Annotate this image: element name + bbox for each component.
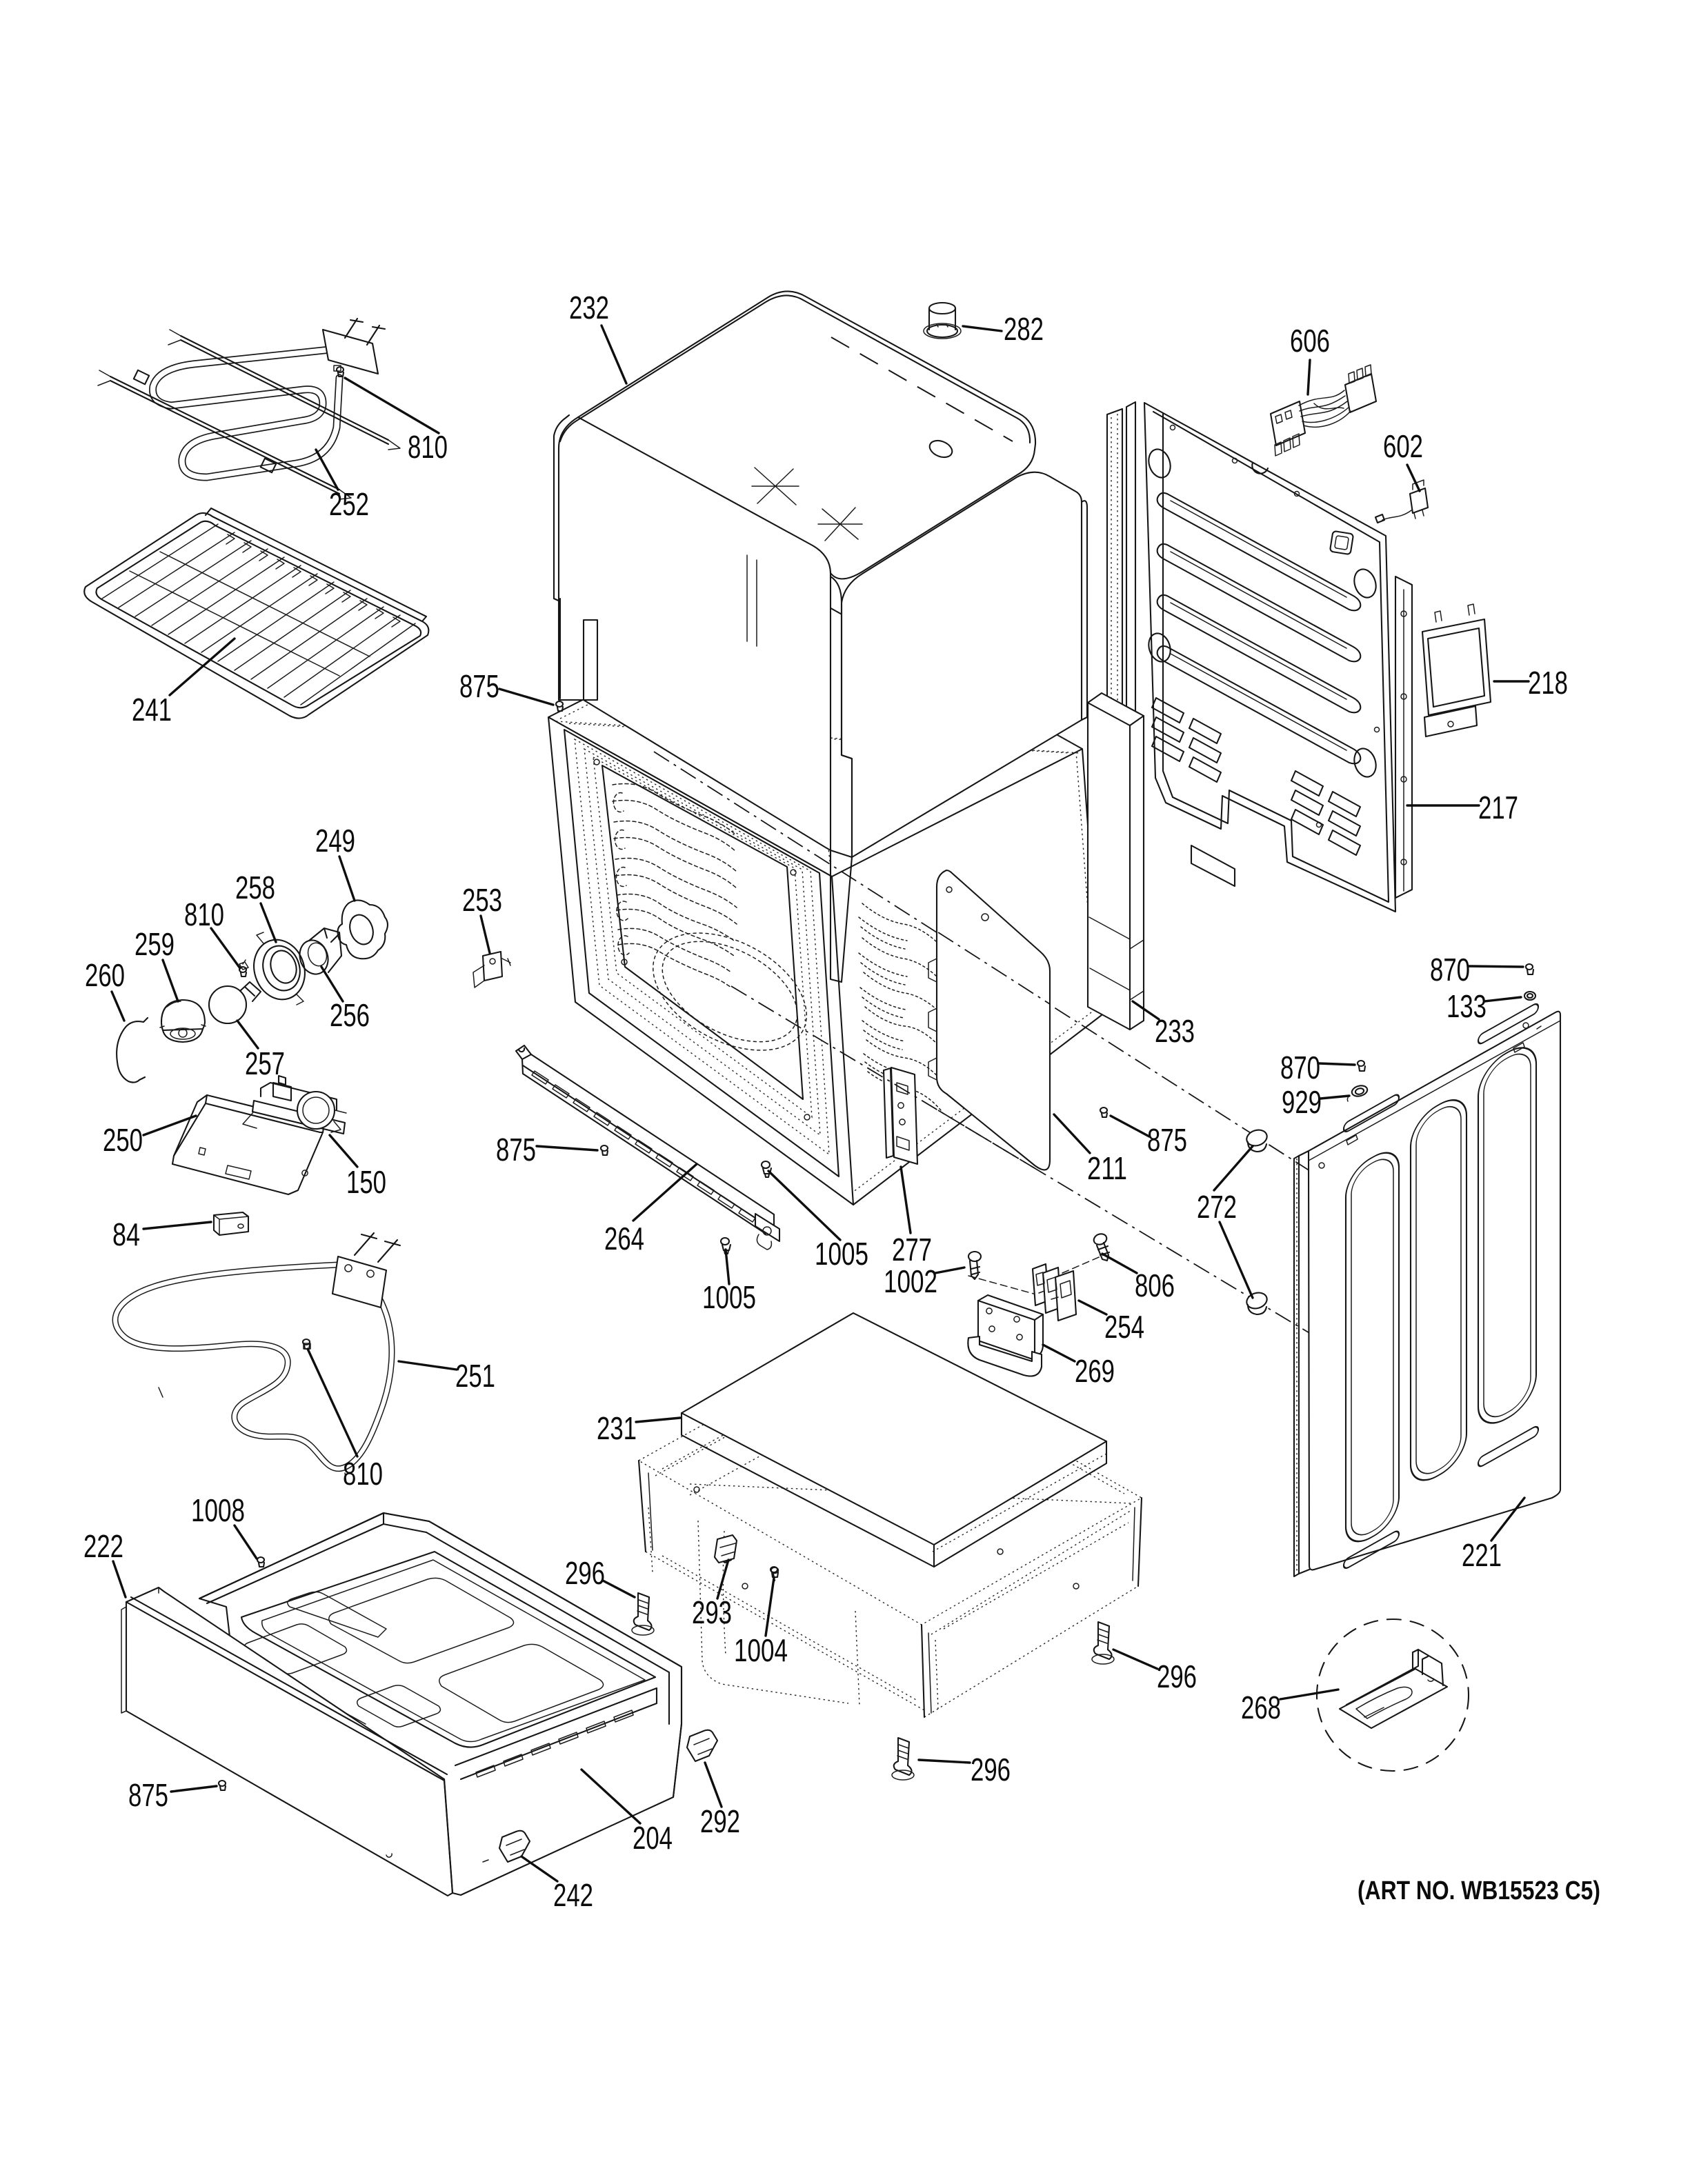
svg-text:211: 211: [1087, 1150, 1127, 1186]
svg-text:810: 810: [343, 1456, 383, 1492]
svg-text:1005: 1005: [702, 1279, 756, 1315]
svg-text:806: 806: [1135, 1268, 1175, 1303]
svg-text:296: 296: [1157, 1659, 1197, 1694]
svg-text:133: 133: [1447, 988, 1487, 1024]
svg-text:606: 606: [1290, 323, 1330, 359]
svg-text:870: 870: [1280, 1050, 1320, 1085]
svg-text:232: 232: [569, 290, 609, 325]
svg-text:218: 218: [1528, 665, 1568, 701]
svg-text:231: 231: [597, 1410, 637, 1446]
svg-text:259: 259: [135, 926, 175, 962]
svg-text:241: 241: [132, 692, 172, 728]
svg-text:269: 269: [1075, 1353, 1115, 1389]
svg-text:256: 256: [330, 997, 370, 1033]
svg-text:257: 257: [245, 1045, 285, 1081]
svg-text:282: 282: [1004, 311, 1044, 347]
svg-text:254: 254: [1104, 1309, 1144, 1345]
svg-text:293: 293: [692, 1594, 732, 1630]
svg-text:870: 870: [1430, 952, 1470, 988]
svg-text:292: 292: [700, 1803, 740, 1839]
svg-text:810: 810: [184, 896, 224, 932]
svg-text:277: 277: [892, 1232, 932, 1268]
svg-text:251: 251: [455, 1358, 495, 1394]
svg-text:84: 84: [112, 1216, 140, 1252]
svg-text:929: 929: [1282, 1084, 1322, 1120]
svg-text:221: 221: [1462, 1537, 1502, 1573]
svg-text:602: 602: [1383, 428, 1423, 464]
svg-text:875: 875: [459, 668, 499, 704]
svg-text:260: 260: [85, 957, 125, 993]
svg-text:264: 264: [604, 1221, 644, 1256]
svg-text:(ART NO. WB15523 C5): (ART NO. WB15523 C5): [1358, 1876, 1600, 1905]
svg-text:1008: 1008: [191, 1492, 245, 1528]
svg-text:250: 250: [103, 1122, 143, 1158]
svg-text:249: 249: [315, 823, 355, 859]
svg-text:252: 252: [329, 486, 369, 522]
svg-text:233: 233: [1155, 1013, 1195, 1049]
svg-text:253: 253: [462, 882, 502, 918]
svg-text:875: 875: [128, 1777, 168, 1813]
svg-text:810: 810: [408, 429, 448, 465]
svg-text:1004: 1004: [734, 1632, 788, 1668]
svg-text:875: 875: [496, 1132, 536, 1168]
svg-text:272: 272: [1197, 1189, 1237, 1225]
svg-text:150: 150: [346, 1164, 386, 1200]
svg-text:875: 875: [1147, 1122, 1187, 1158]
svg-text:1005: 1005: [815, 1236, 868, 1272]
svg-text:268: 268: [1241, 1690, 1281, 1725]
svg-text:217: 217: [1478, 790, 1518, 825]
svg-text:1002: 1002: [884, 1263, 937, 1299]
svg-text:204: 204: [633, 1820, 673, 1856]
svg-text:296: 296: [971, 1752, 1011, 1787]
svg-text:242: 242: [553, 1877, 593, 1913]
svg-text:222: 222: [83, 1528, 123, 1564]
svg-text:258: 258: [235, 870, 275, 905]
svg-text:296: 296: [565, 1555, 605, 1591]
